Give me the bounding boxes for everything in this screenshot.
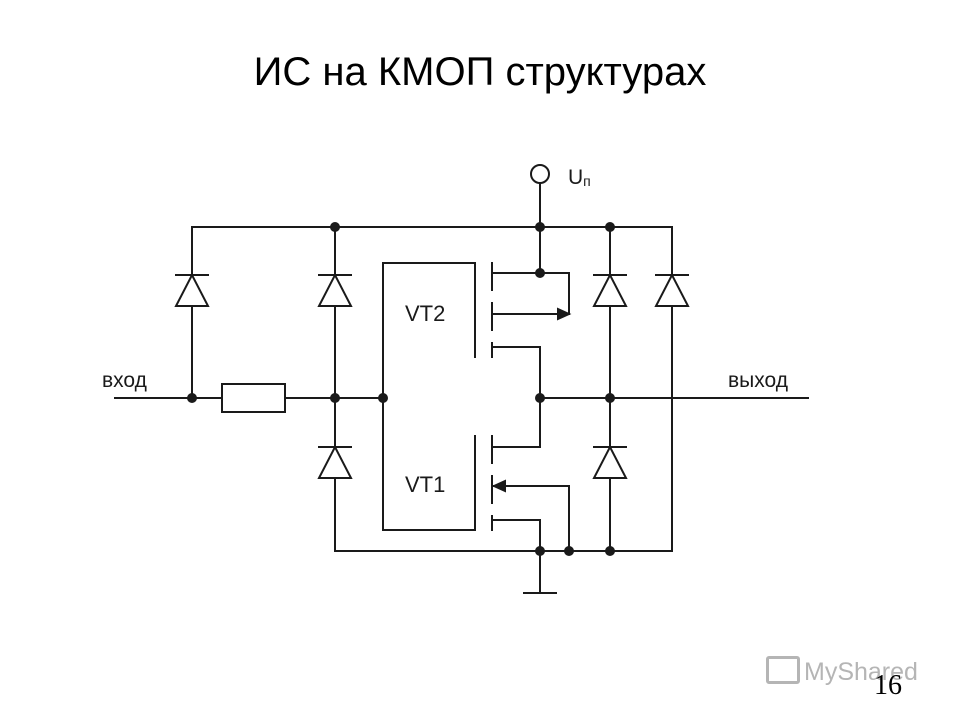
input-resistor bbox=[221, 383, 286, 413]
vt2-label: VT2 bbox=[405, 301, 445, 326]
input-label: вход bbox=[102, 369, 147, 392]
supply-label: Uп bbox=[568, 166, 591, 189]
diode-left-inner-bottom bbox=[317, 444, 353, 479]
supply-terminal bbox=[530, 164, 550, 184]
diode-right-inner-top bbox=[592, 272, 628, 307]
output-label: выход bbox=[728, 369, 788, 392]
slide-title: ИС на КМОП структурах bbox=[253, 50, 707, 94]
transistor-vt1 bbox=[491, 397, 570, 552]
diode-left-outer bbox=[174, 272, 210, 307]
diode-right-inner-bottom bbox=[592, 444, 628, 479]
page-number: 16 bbox=[874, 670, 902, 701]
diode-left-inner-top bbox=[317, 272, 353, 307]
watermark-text: MyShared bbox=[804, 658, 918, 686]
transistor-vt2 bbox=[491, 226, 572, 399]
watermark-logo-icon bbox=[766, 656, 800, 684]
diode-right-outer bbox=[654, 272, 690, 307]
junction-dots bbox=[187, 222, 615, 556]
watermark: MyShared bbox=[766, 656, 918, 687]
vt1-label: VT1 bbox=[405, 472, 445, 497]
